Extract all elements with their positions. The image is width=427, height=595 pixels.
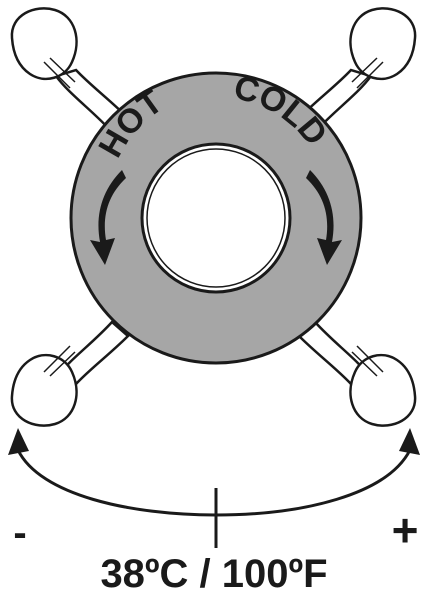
double-headed-arc-arrow-icon	[8, 428, 420, 517]
minus-label: -	[13, 511, 26, 555]
cross-handle-top-left	[10, 7, 130, 134]
rotation-arrow-icon-right	[306, 170, 342, 265]
handle-knob-bottom-left	[10, 353, 78, 427]
rotation-arrow-icon-left	[90, 170, 126, 265]
cross-handle-bottom-left	[10, 320, 130, 427]
handle-knob-top-left	[10, 7, 78, 81]
cross-handle-bottom-right	[297, 320, 417, 427]
plus-label: +	[392, 504, 419, 556]
handle-knob-bottom-right	[349, 353, 417, 427]
dial-center-hole	[140, 142, 292, 294]
handle-knob-top-right	[349, 7, 417, 81]
temperature-label: 38ºC / 100ºF	[100, 552, 327, 595]
